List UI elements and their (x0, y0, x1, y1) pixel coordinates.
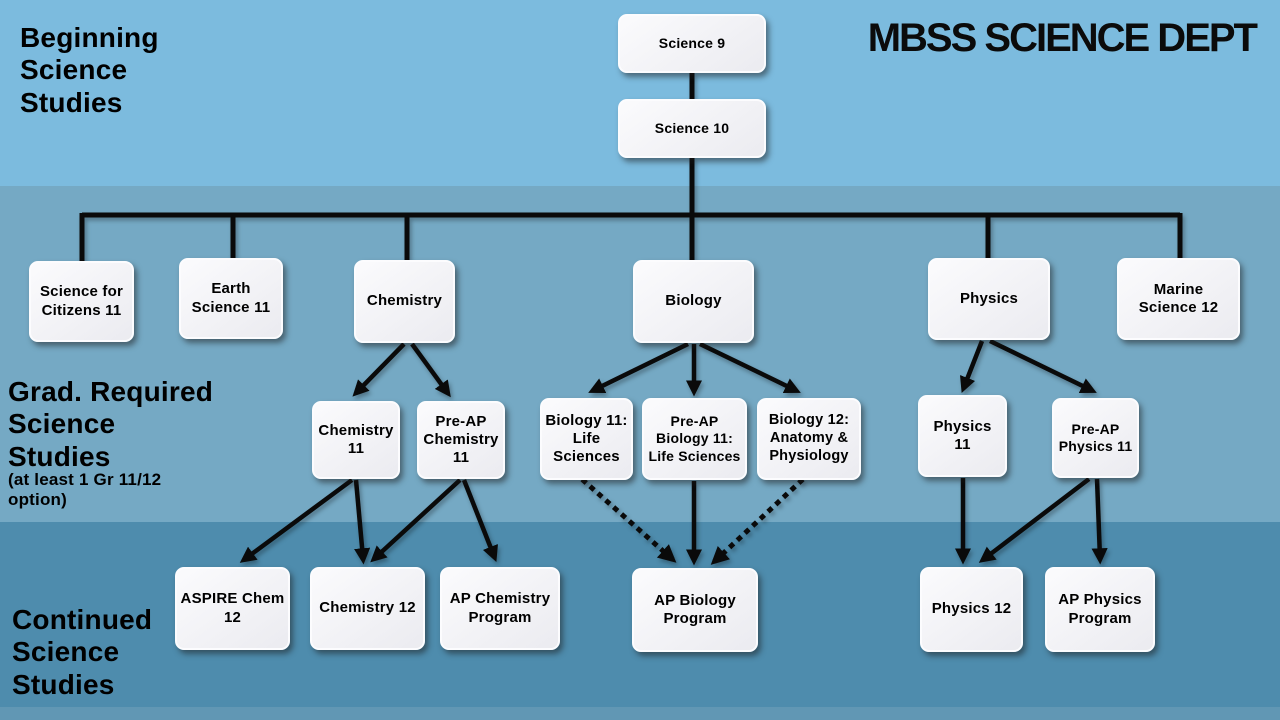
node-science-9: Science 9 (618, 14, 766, 73)
arrow-physics-to-physics11 (959, 340, 985, 394)
node-chemistry: Chemistry (354, 260, 455, 343)
arrow-chemistry11-to-aspire-chem12 (239, 478, 354, 563)
node-physics-12: Physics 12 (920, 567, 1023, 652)
node-biology: Biology (633, 260, 754, 343)
node-science-for-citizens-11: Science for Citizens 11 (29, 261, 134, 342)
node-ap-biology-program: AP Biology Program (632, 568, 758, 652)
node-physics: Physics (928, 258, 1050, 340)
arrow-chemistry-to-chemistry11 (352, 342, 406, 397)
section-label-grad-required-science-studies: Grad. Required Science Studies (8, 376, 214, 472)
node-aspire-chem-12: ASPIRE Chem 12 (175, 567, 290, 650)
node-marine-science-12: Marine Science 12 (1117, 258, 1240, 340)
node-science-10: Science 10 (618, 99, 766, 158)
arrow-biology-to-biology12 (699, 341, 801, 394)
solid-arrows (239, 338, 1108, 566)
dotted-arrow-biology12-to-ap-biology (710, 477, 805, 565)
arrow-biology-to-biology11 (588, 341, 689, 394)
dotted-arrow-biology11-to-ap-biology (580, 477, 677, 563)
arrow-chemistry-to-preap-chemistry11 (410, 342, 451, 398)
node-ap-physics-program: AP Physics Program (1045, 567, 1155, 652)
band-footer-strip (0, 707, 1280, 720)
node-biology-11-life-sciences: Biology 11: Life Sciences (540, 398, 633, 480)
section-note-grad-required: (at least 1 Gr 11/12 option) (8, 470, 162, 509)
node-biology-12-anatomy-physiology: Biology 12: Anatomy & Physiology (757, 398, 861, 480)
dotted-arrows (580, 477, 805, 565)
page-title: MBSS SCIENCE DEPT (867, 16, 1258, 60)
section-label-continued-science-studies: Continued Science Studies (12, 604, 153, 700)
arrow-chemistry11-to-chemistry12 (353, 479, 371, 565)
arrow-preap-chemistry11-to-ap-chemistry (461, 479, 498, 563)
arrow-physics-to-preap-physics11 (989, 338, 1097, 394)
node-earth-science-11: Earth Science 11 (179, 258, 283, 339)
node-chemistry-11: Chemistry 11 (312, 401, 400, 479)
arrow-preap-physics11-to-physics12 (978, 477, 1091, 563)
node-preap-biology-11-life-sciences: Pre-AP Biology 11: Life Sciences (642, 398, 747, 480)
node-physics-11: Physics 11 (918, 395, 1007, 477)
section-label-beginning-science-studies: Beginning Science Studies (20, 22, 159, 118)
node-preap-physics-11: Pre-AP Physics 11 (1052, 398, 1139, 478)
arrow-preap-chemistry11-to-chemistry12 (370, 478, 462, 563)
node-ap-chemistry-program: AP Chemistry Program (440, 567, 560, 650)
node-chemistry-12: Chemistry 12 (310, 567, 425, 650)
node-preap-chemistry-11: Pre-AP Chemistry 11 (417, 401, 505, 479)
arrow-preap-physics11-to-ap-physics (1091, 478, 1108, 565)
tree-connectors (79, 73, 1183, 262)
